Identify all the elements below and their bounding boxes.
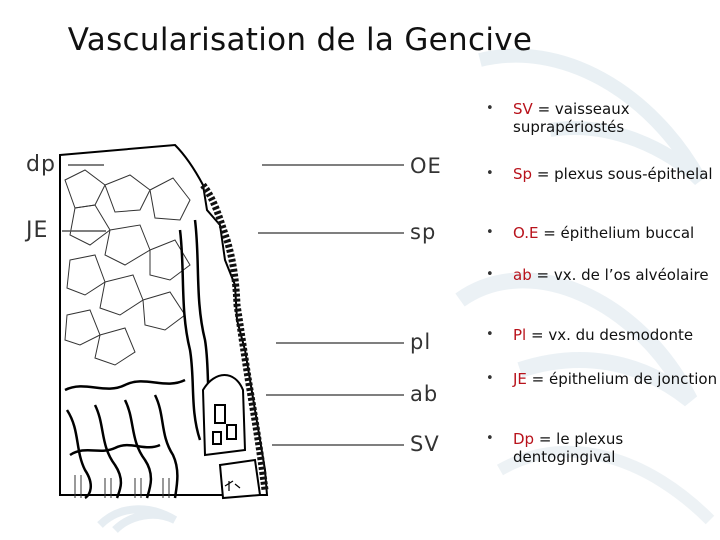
legend-code: O.E [513, 224, 538, 242]
pointer-line-oe [262, 160, 404, 170]
legend-code: Dp [513, 430, 534, 448]
legend-text: = épithelium de jonction [527, 370, 717, 388]
legend-entry: Dp = le plexus dentogingival [513, 430, 718, 466]
pointer-line-sp [258, 228, 404, 238]
legend-code: JE [513, 370, 527, 388]
label-sp: sp [410, 220, 436, 244]
label-je: JE [26, 218, 48, 243]
label-dp: dp [26, 152, 56, 177]
pointer-line-sv [272, 440, 404, 450]
legend-text: = plexus sous-épithelal [532, 165, 713, 183]
legend-entry: ab = vx. de l’os alvéolaire [513, 266, 718, 284]
bullet-icon: • [486, 430, 494, 448]
bullet-icon: • [486, 326, 494, 344]
pointer-line-pl [276, 338, 404, 348]
pointer-line-je [62, 226, 106, 236]
legend-text: = vx. du desmodonte [526, 326, 693, 344]
legend-code: Sp [513, 165, 532, 183]
legend-code: Pl [513, 326, 526, 344]
label-pl: pl [410, 330, 431, 354]
pointer-line-dp [68, 160, 104, 170]
bullet-icon: • [486, 224, 494, 242]
page-title: Vascularisation de la Gencive [0, 22, 720, 58]
bullet-icon: • [486, 165, 494, 183]
pointer-line-ab [266, 390, 404, 400]
label-sv: SV [410, 432, 440, 456]
faint-sketch-mark [95, 495, 185, 540]
gingiva-illustration [55, 60, 270, 500]
legend-text: = épithelium buccal [538, 224, 694, 242]
legend-code: SV [513, 100, 533, 118]
bullet-icon: • [486, 100, 494, 118]
legend-entry: O.E = épithelium buccal [513, 224, 718, 242]
bullet-icon: • [486, 370, 494, 388]
legend-entry: Sp = plexus sous-épithelal [513, 165, 718, 183]
label-ab: ab [410, 382, 438, 406]
legend-entry: JE = épithelium de jonction [513, 370, 718, 388]
legend-text: = vx. de l’os alvéolaire [532, 266, 709, 284]
bullet-icon: • [486, 266, 494, 284]
legend-entry: Pl = vx. du desmodonte [513, 326, 718, 344]
legend-code: ab [513, 266, 532, 284]
legend-entry: SV = vaisseaux suprapériostés [513, 100, 718, 136]
label-oe: OE [410, 154, 442, 178]
